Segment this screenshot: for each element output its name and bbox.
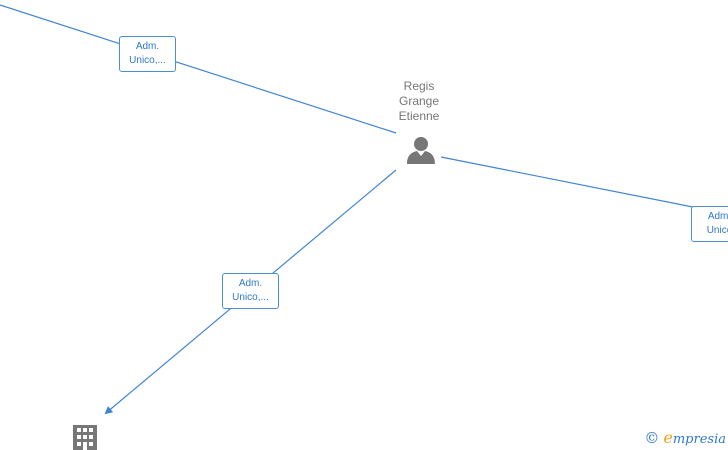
brand-name: mpresia [672, 432, 726, 447]
person-node-name[interactable]: Regis Grange Etienne [388, 79, 450, 124]
edge-label-detail: Unico [706, 225, 728, 236]
edge-label-right[interactable]: Adm. Unico [691, 206, 728, 242]
edge-label-bottom-left[interactable]: Adm. Unico,... [222, 273, 279, 309]
brand-logo-letter: e [663, 428, 673, 447]
edge-line-top-left [0, 4, 397, 134]
edge-label-role: Adm. [707, 211, 728, 222]
edge-label-detail: Unico,... [129, 55, 166, 66]
person-name-line: Grange [398, 94, 440, 108]
person-icon[interactable] [406, 136, 436, 164]
building-icon[interactable] [72, 425, 98, 450]
edge-label-detail: Unico,... [232, 292, 269, 303]
edge-line-right [440, 156, 728, 215]
copyright-icon: © [644, 429, 660, 447]
edge-label-role: Adm. [238, 278, 263, 289]
person-name-line: Etienne [398, 109, 440, 123]
edge-label-top-left[interactable]: Adm. Unico,... [119, 36, 176, 72]
edge-label-role: Adm. [135, 41, 160, 52]
person-name-line: Regis [403, 79, 435, 93]
brand-watermark: ©empresia [644, 428, 726, 447]
